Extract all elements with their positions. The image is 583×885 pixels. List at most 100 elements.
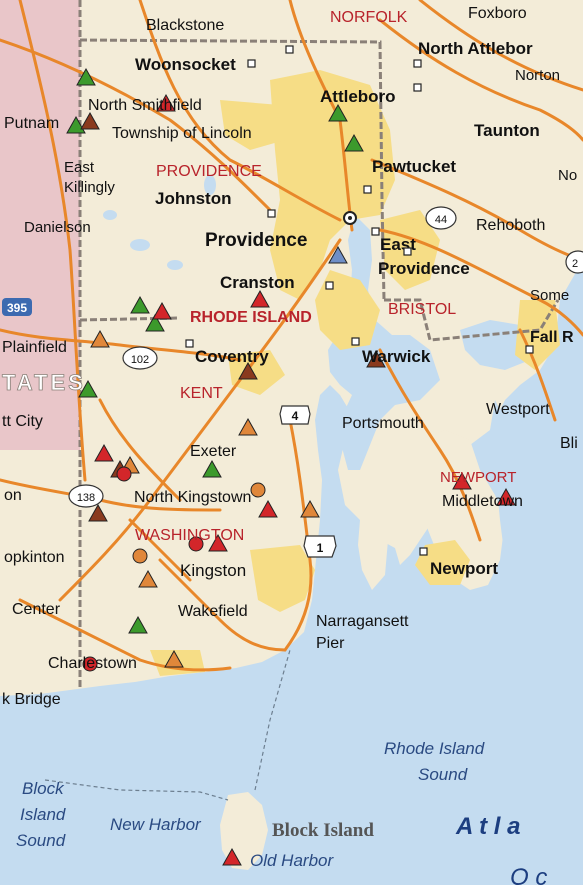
- label-north-smithfield: North Smithfield: [88, 97, 202, 114]
- label-block-island: Block Island: [272, 820, 374, 841]
- label-narragansett-2: Pier: [316, 635, 345, 652]
- label-hopkinton: opkinton: [4, 549, 65, 566]
- label-providence-county: PROVIDENCE: [156, 163, 262, 180]
- label-kingston: Kingston: [180, 561, 246, 580]
- urban-areas: [150, 70, 560, 676]
- red-circle-marker[interactable]: [82, 656, 98, 672]
- town-dots: [185, 45, 534, 556]
- label-on: on: [4, 487, 22, 504]
- green-triangle-marker[interactable]: [130, 295, 150, 314]
- lakes: [103, 175, 216, 270]
- label-bis-3: Sound: [16, 831, 66, 850]
- label-ri-sound-1: Rhode Island: [384, 739, 485, 758]
- label-washington: WASHINGTON: [135, 527, 244, 544]
- label-westport: Westport: [486, 401, 550, 418]
- red-triangle-marker[interactable]: [496, 487, 516, 506]
- label-blackstone: Blackstone: [146, 17, 224, 34]
- label-woonsocket: Woonsocket: [135, 55, 236, 74]
- label-wakefield: Wakefield: [178, 603, 248, 620]
- red-triangle-marker[interactable]: [250, 289, 270, 308]
- label-johnston: Johnston: [155, 189, 232, 208]
- red-triangle-marker[interactable]: [222, 847, 242, 866]
- label-rhode-island: RHODE ISLAND: [190, 309, 312, 326]
- orange-circle-marker[interactable]: [250, 482, 266, 498]
- label-attleboro: Attleboro: [320, 87, 396, 106]
- label-coventry: Coventry: [195, 347, 269, 366]
- label-ocean: O c: [510, 864, 547, 885]
- label-old-harbor: Old Harbor: [250, 851, 334, 870]
- label-bis-2: Island: [20, 805, 66, 824]
- orange-triangle-marker[interactable]: [300, 499, 320, 518]
- red-triangle-marker[interactable]: [156, 93, 176, 112]
- sakonnet-river: [490, 400, 512, 560]
- roads: [0, 0, 583, 672]
- shield-138-label: 138: [77, 492, 95, 504]
- shield-1-label: 1: [317, 541, 324, 555]
- label-narragansett-1: Narragansett: [316, 613, 409, 630]
- orange-triangle-marker[interactable]: [164, 649, 184, 668]
- shield-44: 44: [425, 206, 457, 230]
- shield-1: 1: [303, 535, 337, 558]
- label-putnam: Putnam: [4, 115, 59, 132]
- label-jewett-city: tt City: [2, 413, 43, 430]
- label-kent: KENT: [180, 385, 223, 402]
- dark-triangle-marker[interactable]: [238, 361, 258, 380]
- orange-triangle-marker[interactable]: [90, 329, 110, 348]
- dark-triangle-marker[interactable]: [366, 349, 386, 368]
- red-triangle-marker[interactable]: [258, 499, 278, 518]
- orange-triangle-marker[interactable]: [138, 569, 158, 588]
- red-triangle-marker[interactable]: [208, 533, 228, 552]
- ferry-routes: [44, 649, 291, 801]
- label-norton: Norton: [515, 67, 560, 84]
- label-norfolk: NORFOLK: [330, 9, 408, 26]
- green-triangle-marker[interactable]: [145, 313, 165, 332]
- shield-2: 2: [565, 250, 583, 274]
- green-triangle-marker[interactable]: [344, 133, 364, 152]
- red-circle-marker[interactable]: [188, 536, 204, 552]
- shield-102: 102: [122, 346, 158, 370]
- red-circle-marker[interactable]: [116, 466, 132, 482]
- label-rehoboth: Rehoboth: [476, 217, 545, 234]
- label-newport-county: NEWPORT: [440, 469, 516, 486]
- label-north-attleboro: North Attlebor: [418, 39, 533, 58]
- orange-triangle-marker[interactable]: [238, 417, 258, 436]
- dark-triangle-marker[interactable]: [88, 503, 108, 522]
- shield-44-label: 44: [435, 214, 447, 226]
- label-danielson: Danielson: [24, 219, 91, 236]
- route-shields: 395 102 44 4 138 1 2: [2, 206, 583, 558]
- label-cranston: Cranston: [220, 273, 295, 292]
- label-newport: Newport: [430, 559, 498, 578]
- label-states: TATES: [2, 370, 86, 395]
- label-ri-sound-2: Sound: [418, 765, 468, 784]
- shield-4: 4: [279, 405, 311, 425]
- label-providence: Providence: [205, 230, 307, 251]
- green-triangle-marker[interactable]: [76, 67, 96, 86]
- label-bristol: BRISTOL: [388, 301, 456, 318]
- label-warwick: Warwick: [362, 347, 431, 366]
- green-triangle-marker[interactable]: [78, 379, 98, 398]
- blue-triangle-marker[interactable]: [328, 245, 348, 264]
- green-triangle-marker[interactable]: [328, 103, 348, 122]
- label-taunton: Taunton: [474, 121, 540, 140]
- label-exeter: Exeter: [190, 443, 237, 460]
- orange-circle-marker[interactable]: [132, 548, 148, 564]
- dark-triangle-marker[interactable]: [80, 111, 100, 130]
- label-atlantic: A t l a: [455, 813, 520, 840]
- red-triangle-marker[interactable]: [452, 471, 472, 490]
- red-triangle-marker[interactable]: [152, 301, 172, 320]
- green-triangle-marker[interactable]: [202, 459, 222, 478]
- shield-138: 138: [68, 484, 104, 508]
- label-middletown: Middletown: [442, 493, 523, 510]
- conanicut-island: [358, 515, 388, 590]
- shield-2-label: 2: [572, 258, 578, 270]
- label-no: No: [558, 167, 577, 184]
- label-north-kingstown: North Kingstown: [134, 489, 251, 506]
- label-foxboro: Foxboro: [468, 5, 527, 22]
- shield-4-label: 4: [292, 409, 299, 423]
- place-labels: Blackstone NORFOLK Foxboro Woonsocket No…: [2, 5, 578, 708]
- label-new-harbor: New Harbor: [110, 815, 202, 834]
- red-triangle-marker[interactable]: [94, 443, 114, 462]
- green-triangle-marker[interactable]: [128, 615, 148, 634]
